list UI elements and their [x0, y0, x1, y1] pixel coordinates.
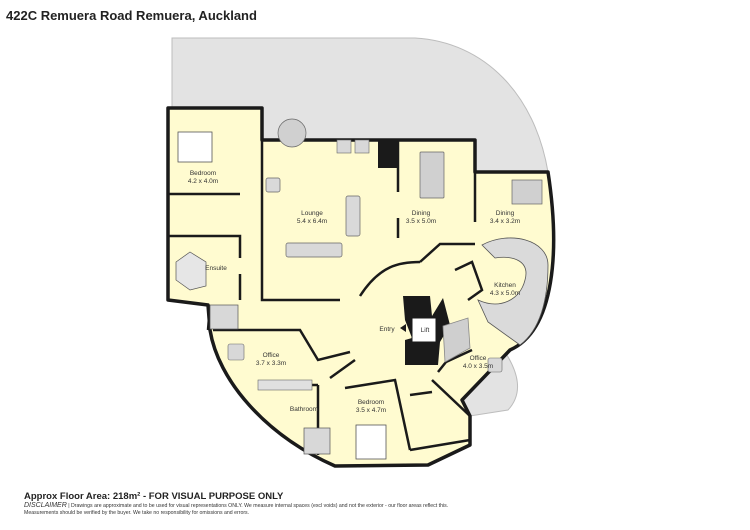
- desk: [257, 379, 313, 391]
- room-dims-kitchen: 4.3 x 5.0m: [490, 290, 520, 297]
- room-dims-dining-1: 3.5 x 5.0m: [406, 218, 436, 225]
- shower: [303, 427, 331, 455]
- shower: [209, 304, 239, 330]
- room-name-dining-1: Dining: [412, 210, 431, 217]
- page-title: 422C Remuera Road Remuera, Auckland: [6, 8, 257, 23]
- footer: Approx Floor Area: 218m² - FOR VISUAL PU…: [24, 491, 724, 516]
- floor-area-note: Approx Floor Area: 218m² - FOR VISUAL PU…: [24, 491, 284, 502]
- disclaimer: DISCLAIMER | Drawings are approximate an…: [24, 502, 724, 516]
- stairs: [442, 317, 471, 363]
- room-dims-bedroom-2: 3.5 x 4.7m: [356, 407, 386, 414]
- outer-wall: [166, 106, 556, 468]
- room-dims-dining-2: 3.4 x 3.2m: [490, 218, 520, 225]
- disclaimer-line-2: Measurements should be verified by the b…: [24, 509, 250, 516]
- office-chair: [487, 357, 503, 373]
- entry-arrow-icon: [400, 324, 406, 332]
- dining-table: [419, 151, 445, 199]
- bed: [355, 424, 387, 460]
- lift-car: [411, 317, 437, 343]
- floor-plan: Bedroom 4.2 x 4.0m Lounge 5.4 x 6.4m Din…: [166, 37, 556, 468]
- disclaimer-line-1: | Drawings are approximate and to be use…: [66, 503, 449, 509]
- room-name-dining-2: Dining: [496, 210, 515, 217]
- office-chair: [227, 343, 245, 361]
- floor-area: [168, 108, 554, 466]
- sofa: [285, 242, 343, 258]
- room-name-office-2: Office: [470, 355, 487, 362]
- room-name-bedroom-2: Bedroom: [358, 399, 384, 406]
- bathtub: [175, 251, 207, 291]
- kitchen-bench: [477, 237, 549, 346]
- room-name-office-1: Office: [263, 352, 280, 359]
- bed: [177, 131, 213, 163]
- room-name-lounge: Lounge: [301, 210, 323, 217]
- outdoor-table: [277, 118, 307, 148]
- armchair: [265, 177, 281, 193]
- room-name-ensuite: Ensuite: [205, 265, 227, 272]
- outdoor-chairs: [336, 139, 370, 154]
- deck-lower: [461, 351, 518, 417]
- room-name-bathroom: Bathroom: [290, 406, 318, 413]
- room-name-bedroom-1: Bedroom: [190, 170, 216, 177]
- room-name-kitchen: Kitchen: [494, 282, 516, 289]
- dining-table: [511, 179, 543, 205]
- lift-label: Lift: [421, 327, 430, 334]
- room-dims-lounge: 5.4 x 6.4m: [297, 218, 327, 225]
- room-dims-office-2: 4.0 x 3.5m: [463, 363, 493, 370]
- entry-label: Entry: [379, 326, 395, 333]
- room-dims-bedroom-1: 4.2 x 4.0m: [188, 178, 218, 185]
- disclaimer-title: DISCLAIMER: [24, 502, 67, 509]
- sofa: [345, 195, 361, 237]
- room-dims-office-1: 3.7 x 3.3m: [256, 360, 286, 367]
